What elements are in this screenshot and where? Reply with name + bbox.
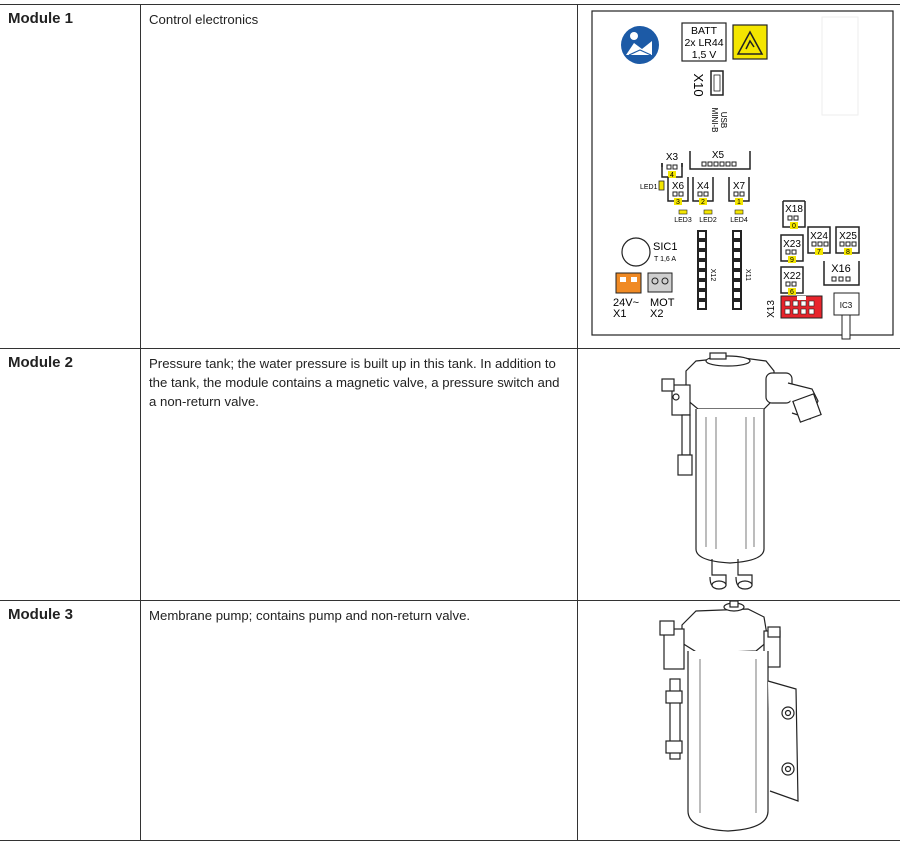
x25-label: X25 [839, 231, 857, 242]
module-figure-cell [578, 601, 900, 841]
x2-label: X2 [650, 308, 663, 320]
battery-label-box: BATT 2x LR44 1,5 V [682, 23, 726, 61]
x7-number: 1 [737, 199, 741, 206]
x23-label: X23 [783, 239, 801, 250]
module-description-cell: Membrane pump; contains pump and non-ret… [141, 601, 578, 841]
usb-type-label: MINI-B [710, 108, 719, 133]
x24-number: 7 [817, 249, 821, 256]
control-board-diagram: BATT 2x LR44 1,5 V X10 [578, 5, 900, 343]
x6-label: X6 [672, 181, 685, 192]
usb-label: USB [719, 112, 728, 128]
x22-label: X22 [783, 271, 801, 282]
module-figure-cell: BATT 2x LR44 1,5 V X10 [578, 5, 900, 349]
x4-number: 2 [701, 199, 705, 206]
module-description-cell: Pressure tank; the water pressure is bui… [141, 349, 578, 601]
module-description-cell: Control electronics [141, 5, 578, 349]
x7-label: X7 [733, 181, 746, 192]
module-row: Module 2 Pressure tank; the water pressu… [0, 349, 900, 601]
module-description: Control electronics [149, 10, 569, 29]
x13-label: X13 [766, 300, 777, 318]
x23-number: 9 [790, 257, 794, 264]
membrane-pump-illustration [578, 601, 900, 835]
module-row: Module 1 Control electronics [0, 5, 900, 349]
manual-book-icon [621, 26, 659, 64]
pressure-tank-figure [578, 349, 900, 600]
x12-label: X12 [709, 269, 716, 282]
x18-label: X18 [785, 204, 803, 215]
x6-number: 3 [676, 199, 680, 206]
fuse-rating-label: T 1,6 A [654, 256, 676, 263]
led2-label: LED2 [699, 217, 717, 224]
module-figure-cell [578, 349, 900, 601]
x4-label: X4 [697, 181, 710, 192]
led1-indicator [659, 181, 664, 190]
led4-label: LED4 [730, 217, 748, 224]
batt-label: BATT [691, 25, 718, 37]
led3-label: LED3 [674, 217, 692, 224]
x16-label: X16 [831, 263, 851, 275]
batt-voltage-label: 1,5 V [692, 49, 717, 61]
module-row: Module 3 Membrane pump; contains pump an… [0, 601, 900, 841]
esd-warning-icon [733, 25, 767, 59]
x3-number: 4 [670, 172, 674, 179]
led4-indicator [735, 210, 743, 214]
x11-label: X11 [744, 269, 751, 281]
module-description: Pressure tank; the water pressure is bui… [149, 354, 569, 411]
led2-indicator [704, 210, 712, 214]
module-name-cell: Module 2 [0, 349, 141, 601]
x18-number: 0 [792, 223, 796, 230]
batt-type-label: 2x LR44 [684, 37, 723, 49]
led1-label: LED1 [640, 184, 658, 191]
module-name-cell: Module 1 [0, 5, 141, 349]
x1-label: X1 [613, 308, 626, 320]
module-name: Module 1 [8, 10, 140, 27]
x10-label: X10 [691, 73, 706, 96]
module-name-cell: Module 3 [0, 601, 141, 841]
x3-label: X3 [666, 152, 679, 163]
membrane-pump-figure [578, 601, 900, 840]
pressure-tank-illustration [578, 349, 900, 595]
sic1-label: SIC1 [653, 241, 677, 253]
control-board-figure: BATT 2x LR44 1,5 V X10 [578, 5, 900, 348]
module-name: Module 2 [8, 354, 140, 371]
ic3-label: IC3 [840, 301, 853, 310]
x25-number: 8 [846, 249, 850, 256]
modules-table: Module 1 Control electronics [0, 4, 900, 841]
x24-label: X24 [810, 231, 828, 242]
x5-label: X5 [712, 150, 725, 161]
x22-number: 6 [790, 289, 794, 296]
led3-indicator [679, 210, 687, 214]
module-name: Module 3 [8, 606, 140, 623]
module-description: Membrane pump; contains pump and non-ret… [149, 606, 569, 625]
